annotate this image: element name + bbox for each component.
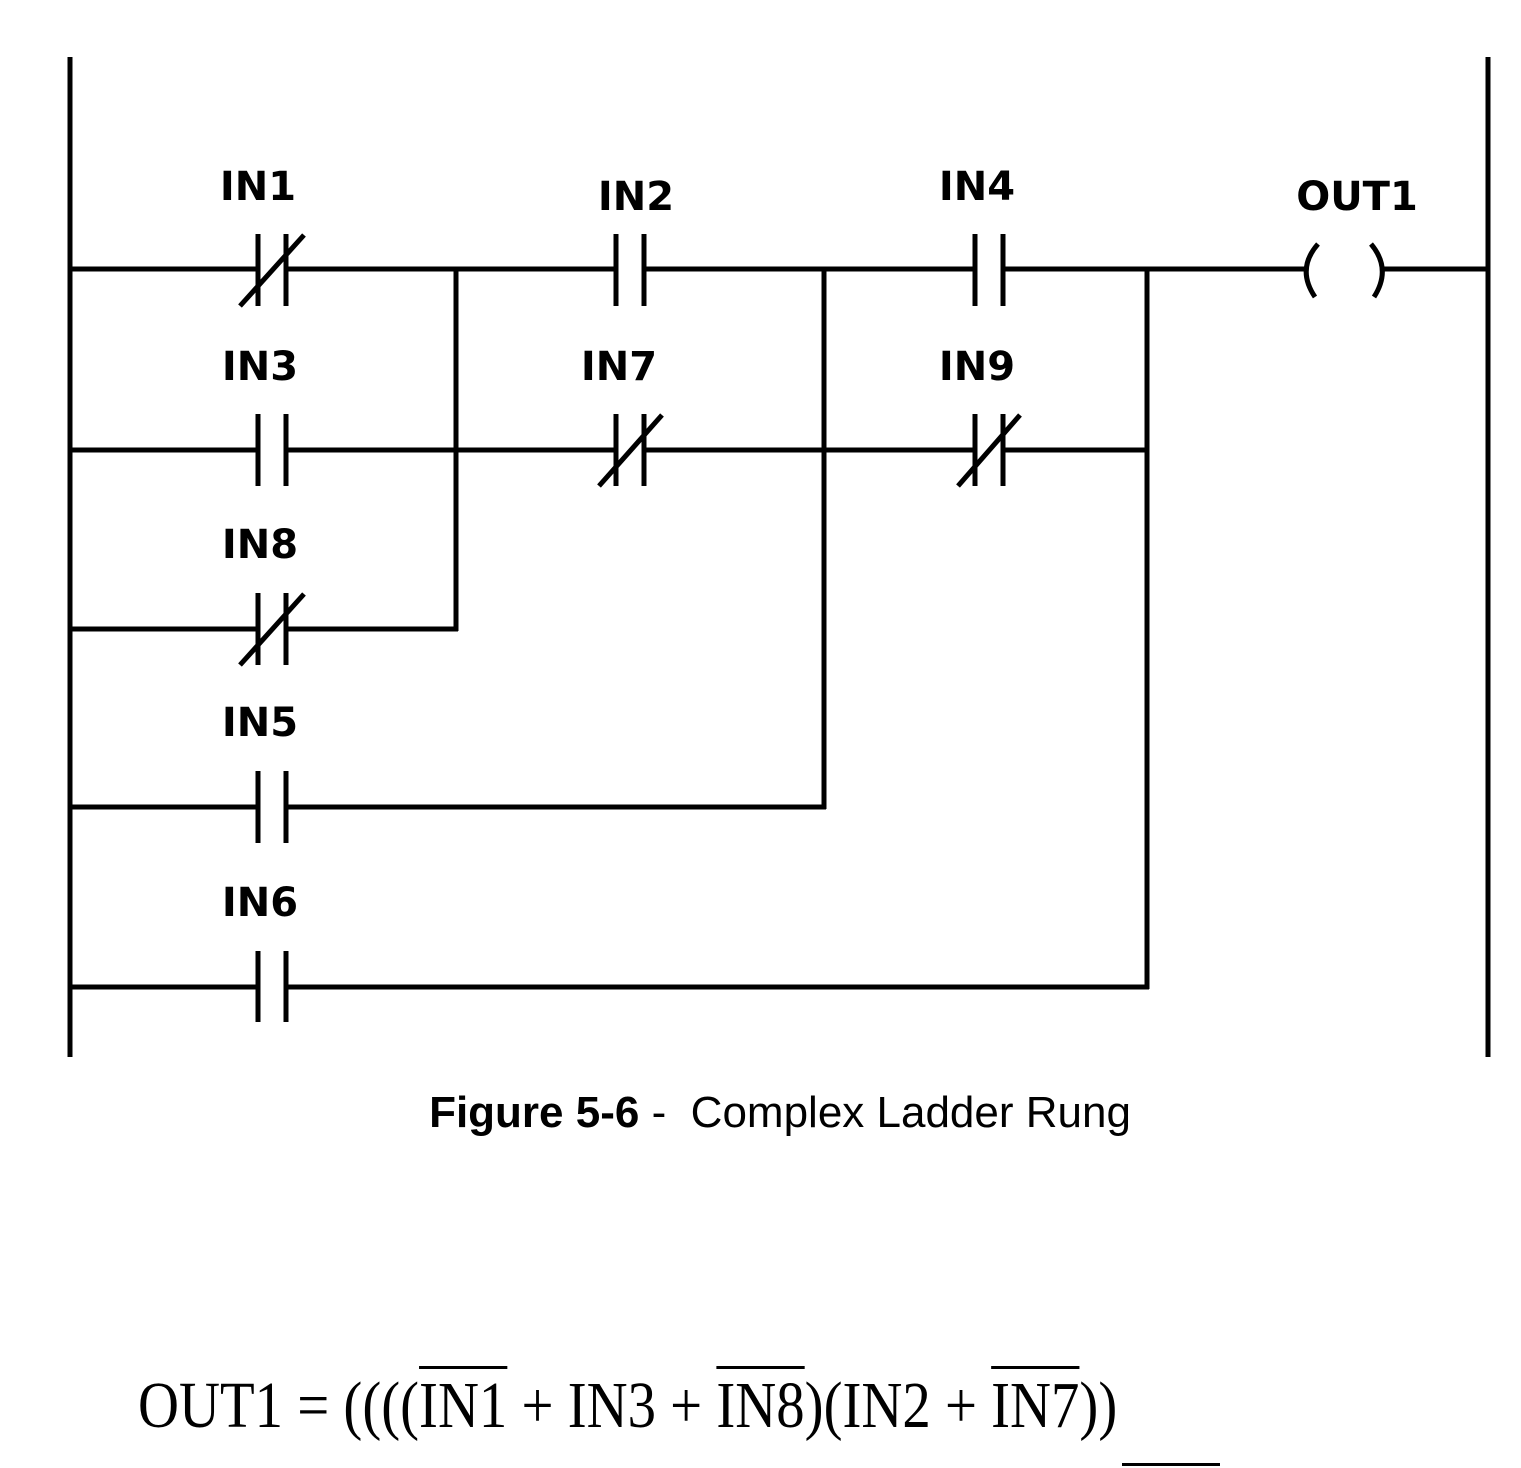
contact-in5: IN5: [222, 700, 298, 843]
equation-terms: IN1 + IN3 + IN8)(IN2 + IN7)): [419, 1369, 1117, 1442]
contact-label: IN2: [598, 174, 674, 220]
coil-label: OUT1: [1296, 174, 1418, 220]
next-line-overline: [1122, 1463, 1220, 1466]
equation-lhs: OUT1: [138, 1369, 284, 1442]
caption-title: Complex Ladder Rung: [690, 1088, 1131, 1137]
contact-in1: IN1: [220, 164, 306, 308]
figure-label: Figure 5-6: [429, 1088, 640, 1137]
boolean-equation: OUT1 = ((((IN1 + IN3 + IN8)(IN2 + IN7)): [138, 1368, 1117, 1444]
contact-label: IN5: [222, 700, 298, 746]
contact-label: IN6: [222, 880, 298, 926]
figure-caption: Figure 5-6 - Complex Ladder Rung: [0, 1088, 1521, 1138]
equation-eq: = ((((: [283, 1369, 420, 1442]
equation-term: )): [1079, 1369, 1118, 1442]
equation-term: + IN3 +: [507, 1369, 717, 1442]
contact-in8: IN8: [222, 522, 306, 667]
contact-in3: IN3: [222, 344, 298, 486]
equation-term: )(IN2 +: [804, 1369, 992, 1442]
contact-label: IN7: [581, 344, 657, 390]
caption-separator: -: [639, 1088, 691, 1137]
contact-in7: IN7: [581, 344, 664, 488]
coil-out1: OUT1: [1296, 174, 1418, 299]
ladder-diagram: IN1 IN3 IN8 IN5 IN6 IN2 IN7 IN4 IN9: [67, 57, 1491, 1057]
contact-in9: IN9: [939, 344, 1022, 488]
negated-term: IN1: [419, 1369, 508, 1442]
negated-term: IN7: [991, 1369, 1080, 1442]
contact-in4: IN4: [939, 164, 1015, 306]
negated-term: IN8: [716, 1369, 805, 1442]
contact-label: IN8: [222, 522, 298, 568]
contact-label: IN9: [939, 344, 1015, 390]
contact-label: IN1: [220, 164, 296, 210]
contact-in2: IN2: [598, 174, 674, 306]
contact-label: IN3: [222, 344, 298, 390]
contact-label: IN4: [939, 164, 1015, 210]
contact-in6: IN6: [222, 880, 298, 1022]
